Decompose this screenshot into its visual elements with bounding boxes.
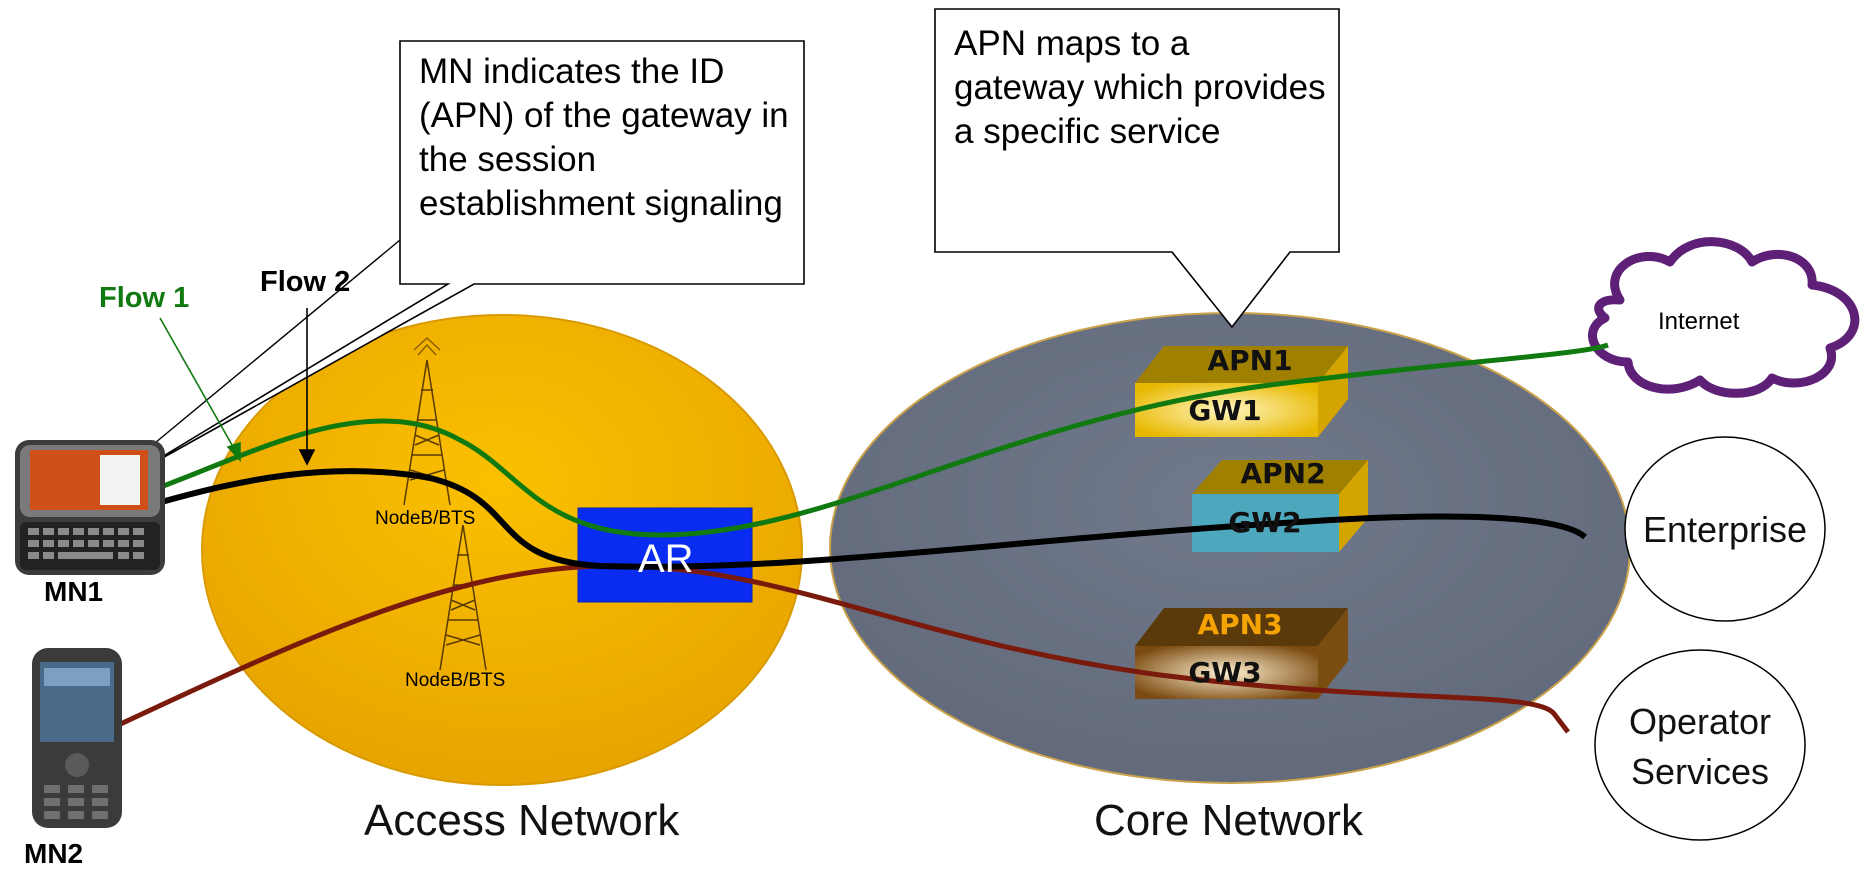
flow-1-label: Flow 1 bbox=[99, 282, 190, 314]
mn1-label: MN1 bbox=[44, 576, 104, 607]
gateway-3-box bbox=[1135, 608, 1348, 699]
callout-box-apn-maps bbox=[934, 8, 1340, 329]
flow-1-arrow bbox=[159, 317, 241, 463]
operator-services-label: Operator Services bbox=[1628, 701, 1772, 792]
callout-text-mn-apn: MN indicates the ID (APN) of the gateway… bbox=[419, 52, 789, 223]
operator-services-node bbox=[1594, 649, 1806, 841]
mn2-label: MN2 bbox=[24, 838, 84, 869]
enterprise-node bbox=[1624, 436, 1826, 622]
access-network-area bbox=[201, 314, 803, 786]
nodeb-label-1: NodeB/BTS bbox=[375, 508, 476, 529]
flow-1-path bbox=[157, 342, 1609, 538]
gateway-1-box bbox=[1135, 346, 1348, 437]
callout-box-mn-apn bbox=[131, 40, 805, 476]
core-network-label: Core Network bbox=[1094, 796, 1363, 845]
callout-pointer-line bbox=[131, 239, 401, 463]
nodeb-label-2: NodeB/BTS bbox=[405, 670, 506, 691]
flow-2-path bbox=[157, 468, 1587, 570]
access-router-label: AR bbox=[638, 537, 694, 581]
gateway-1-gw-label: GW1 bbox=[1188, 394, 1262, 427]
flow-2-label: Flow 2 bbox=[260, 266, 351, 298]
access-network-label: Access Network bbox=[364, 796, 680, 845]
gateway-3-apn-label: APN3 bbox=[1197, 608, 1283, 641]
gateway-1-apn-label: APN1 bbox=[1207, 344, 1293, 377]
enterprise-label: Enterprise bbox=[1642, 509, 1808, 550]
flow-2-arrow bbox=[298, 308, 316, 466]
internet-cloud-icon bbox=[1588, 237, 1860, 398]
internet-label: Internet bbox=[1658, 308, 1740, 335]
gateway-2-gw-label: GW2 bbox=[1228, 506, 1302, 539]
flow-3-path bbox=[110, 563, 1570, 734]
gateway-2-apn-label: APN2 bbox=[1240, 457, 1326, 490]
access-router bbox=[577, 507, 753, 603]
mn2-device-icon bbox=[32, 648, 122, 828]
callout-text-apn-maps: APN maps to a gateway which provides a s… bbox=[954, 24, 1326, 151]
mn1-device-icon bbox=[15, 440, 165, 575]
gateway-3-gw-label: GW3 bbox=[1188, 656, 1262, 689]
